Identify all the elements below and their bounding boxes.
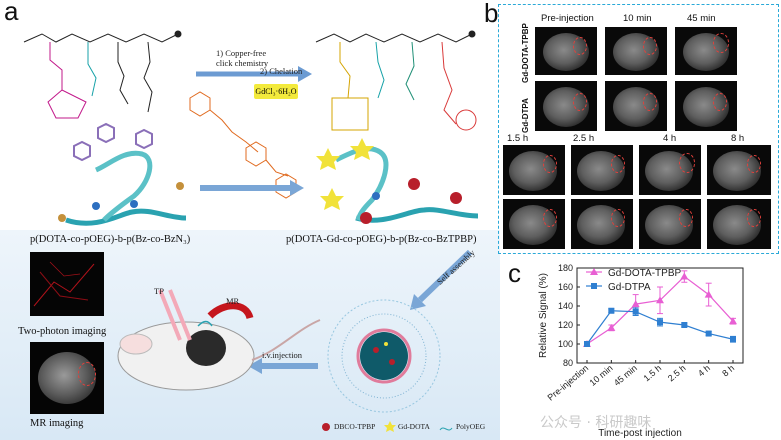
reaction-arrow-top bbox=[196, 66, 312, 82]
row-label-gd-dtpa: Gd-DTPA bbox=[521, 98, 530, 133]
legend-symbols bbox=[322, 421, 453, 432]
mouse-illustration bbox=[117, 289, 321, 391]
mr-label: MR bbox=[226, 296, 240, 306]
panel-label-a: a bbox=[4, 0, 19, 26]
y-tick-label: 180 bbox=[558, 263, 573, 273]
left-chemical-structure bbox=[23, 30, 182, 119]
right-coil-polymer bbox=[316, 138, 479, 224]
legend-gd-dota: Gd-DOTA bbox=[398, 422, 430, 431]
watermark-text: 公众号 · 科研趣味 bbox=[540, 415, 652, 431]
x-tick-label: 45 min bbox=[612, 363, 639, 388]
two-photon-caption: Two-photon imaging bbox=[18, 326, 107, 337]
step2-text: 2) Chelation bbox=[260, 66, 303, 76]
legend-polyoeg: PolyOEG bbox=[456, 422, 486, 431]
micelle-nanoparticle bbox=[327, 299, 441, 413]
left-polymer-name: p(DOTA-co-pOEG)-b-p(Bz-co-BzN₃) bbox=[30, 234, 191, 245]
two-photon-image bbox=[30, 252, 104, 316]
mri-image bbox=[571, 199, 633, 249]
reagent-label: GdCl₃·6H₂O bbox=[254, 84, 298, 99]
x-tick-label: 10 min bbox=[587, 363, 614, 388]
step1-text: 1) Copper-free bbox=[216, 48, 267, 58]
row-label-gd-dota-tpbp: Gd-DOTA-TPBP bbox=[521, 23, 530, 83]
mri-image bbox=[605, 81, 667, 131]
time-label: 45 min bbox=[687, 13, 716, 24]
two-photon-vessels bbox=[33, 261, 95, 307]
mri-image bbox=[605, 27, 667, 75]
left-coil-polymer bbox=[58, 122, 187, 226]
tp-label: TP bbox=[154, 286, 164, 296]
time-label: 1.5 h bbox=[507, 133, 529, 144]
mri-image bbox=[535, 81, 597, 131]
time-label: 10 min bbox=[623, 13, 652, 24]
data-point bbox=[584, 341, 590, 347]
data-point bbox=[583, 340, 591, 347]
x-tick-label: 4 h bbox=[696, 363, 712, 379]
dbco-tpbp-molecule bbox=[189, 91, 297, 199]
data-point bbox=[729, 317, 737, 325]
legend-dbco-tpbp: DBCO-TPBP bbox=[334, 422, 376, 431]
y-tick-label: 140 bbox=[558, 301, 573, 311]
schematic-drawing bbox=[23, 30, 479, 432]
iv-injection-arrow bbox=[248, 358, 318, 374]
mri-image bbox=[707, 199, 771, 249]
step1b-text: click chemistry bbox=[216, 58, 269, 68]
legend-label: Gd-DOTA-TPBP bbox=[608, 268, 681, 279]
series-line bbox=[586, 310, 734, 345]
mri-image bbox=[503, 199, 565, 249]
x-tick-label: 2.5 h bbox=[666, 363, 688, 384]
legend-marker bbox=[591, 283, 597, 289]
y-tick-label: 160 bbox=[558, 282, 573, 292]
data-point bbox=[730, 336, 736, 343]
y-tick-label: 100 bbox=[558, 339, 573, 349]
y-axis-label: Relative Signal (%) bbox=[538, 273, 549, 358]
data-point bbox=[607, 323, 616, 331]
legend-marker bbox=[590, 268, 598, 275]
data-point bbox=[631, 300, 640, 308]
mri-image bbox=[707, 145, 771, 195]
mri-image bbox=[503, 145, 565, 195]
y-tick-label: 120 bbox=[558, 320, 573, 330]
data-point bbox=[704, 290, 713, 298]
mri-image bbox=[571, 145, 633, 195]
x-tick-label: 8 h bbox=[720, 363, 736, 379]
x-tick-label: 1.5 h bbox=[642, 363, 664, 384]
data-point bbox=[705, 330, 712, 337]
panel-label-b: b bbox=[484, 0, 499, 28]
legend-label: Gd-DTPA bbox=[608, 282, 651, 293]
y-tick-label: 80 bbox=[563, 358, 573, 368]
panel-a-schematic: 1) Copper-free click chemistry 2) Chelat… bbox=[0, 30, 500, 440]
data-point bbox=[656, 296, 664, 304]
mri-image bbox=[639, 145, 701, 195]
mr-imaging-caption: MR imaging bbox=[30, 418, 84, 429]
data-point bbox=[681, 322, 688, 328]
time-label: 4 h bbox=[663, 133, 677, 144]
mri-image bbox=[535, 27, 597, 75]
mr-image bbox=[30, 342, 104, 414]
mri-image bbox=[675, 27, 737, 75]
series-line bbox=[586, 275, 734, 345]
time-label: Pre-injection bbox=[541, 13, 594, 24]
time-label: 2.5 h bbox=[573, 133, 595, 144]
mri-image bbox=[675, 81, 737, 131]
time-label: 8 h bbox=[731, 133, 745, 144]
reaction-arrow-middle bbox=[200, 180, 304, 196]
right-chemical-structure bbox=[315, 30, 477, 131]
data-point bbox=[632, 308, 639, 315]
plot-frame bbox=[576, 267, 744, 364]
mr-image-roi bbox=[78, 362, 96, 386]
right-polymer-name: p(DOTA-Gd-co-pOEG)-b-p(Bz-co-BzTPBP) bbox=[286, 234, 477, 245]
iv-injection-label: i.v.injection bbox=[262, 350, 303, 360]
panel-label-c: c bbox=[508, 258, 521, 288]
data-point bbox=[608, 307, 615, 314]
data-point bbox=[657, 319, 663, 326]
mri-image bbox=[639, 199, 701, 249]
data-point bbox=[680, 272, 689, 280]
self-assembly-arrow bbox=[410, 249, 473, 310]
x-tick-label: Pre-injection bbox=[546, 363, 591, 403]
panel-b-mri-grid: Pre-injection 10 min 45 min Gd-DOTA-TPBP… bbox=[498, 4, 779, 254]
